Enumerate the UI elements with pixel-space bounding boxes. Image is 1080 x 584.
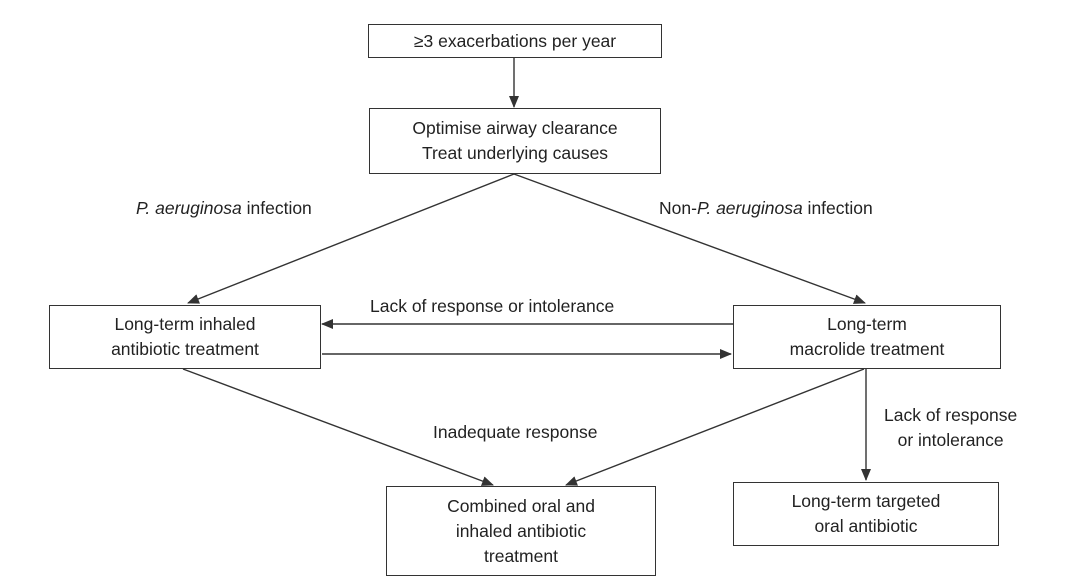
node-macrolide: Long-term macrolide treatment [733,305,1001,369]
node-targeted-line2: oral antibiotic [814,516,918,536]
node-macrolide-line2: macrolide treatment [789,339,945,359]
label-inadequate-response: Inadequate response [433,422,598,442]
label-non-pa-infection-organism: P. aeruginosa [696,198,803,218]
node-combined-line3: treatment [484,545,558,566]
node-inhaled-line2: antibiotic treatment [111,339,259,359]
label-lack-response-top: Lack of response or intolerance [370,296,615,316]
label-non-pa-infection-prefix: Non- [659,198,697,218]
label-lack-response-right: Lack of response or intolerance [884,403,1017,453]
label-pa-infection: P. aeruginosa infection [136,196,312,221]
node-exacerbations-line1: ≥3 exacerbations per year [413,30,617,51]
node-macrolide-line1: Long-term [827,314,907,334]
node-inhaled: Long-term inhaled antibiotic treatment [49,305,321,369]
label-pa-infection-organism: P. aeruginosa [136,198,242,218]
node-combined: Combined oral and inhaled antibiotic tre… [386,486,656,576]
arrow-inhaled-to-combined [182,368,494,486]
label-non-pa-infection-rest: infection [802,198,873,218]
node-inhaled-line1: Long-term inhaled [114,314,256,334]
label-lack-response-right-line2: or intolerance [897,430,1004,450]
node-exacerbations: ≥3 exacerbations per year [368,24,662,58]
label-pa-infection-rest: infection [241,198,312,218]
arrow-optimise-to-inhaled [187,173,515,304]
arrow-macrolide-to-combined [565,368,865,486]
label-non-pa-infection: Non-P. aeruginosa infection [659,196,873,221]
label-lack-response-right-line1: Lack of response [884,405,1018,425]
arrow-optimise-to-macrolide [513,173,866,304]
node-combined-line1: Combined oral and [447,495,595,516]
node-targeted-line1: Long-term targeted [791,491,941,511]
node-optimise-line2: Treat underlying causes [421,143,609,163]
node-optimise-line1: Optimise airway clearance [412,118,618,138]
node-targeted: Long-term targeted oral antibiotic [733,482,999,546]
node-combined-line2: inhaled antibiotic [455,520,587,541]
node-optimise: Optimise airway clearance Treat underlyi… [369,108,661,174]
